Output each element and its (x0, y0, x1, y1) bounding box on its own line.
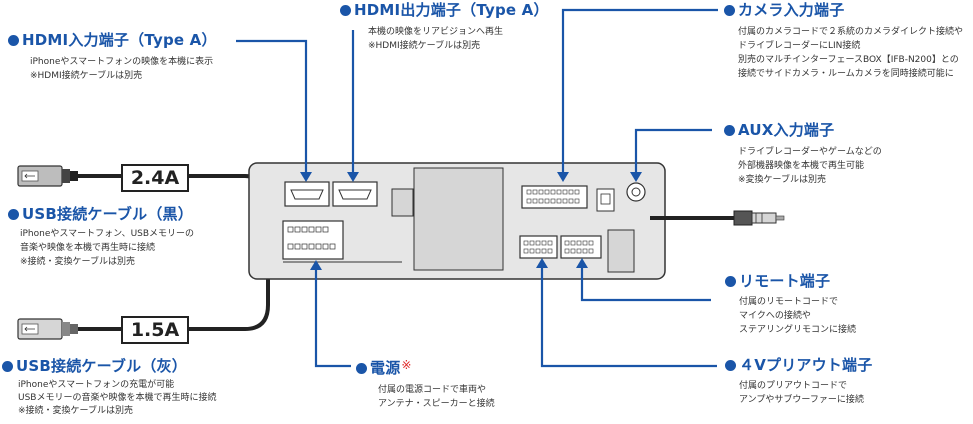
label-power-line: アンテナ・スピーカーと接続 (378, 399, 495, 409)
bullet-icon (8, 208, 19, 220)
label-camera-title: カメラ入力端子 (724, 1, 963, 19)
usb-plug-icon (17, 318, 78, 340)
label-camera: カメラ入力端子 付属のカメラコードで２系統のカメラダイレクト接続や ドライブレコ… (724, 1, 963, 81)
label-remote-line: マイクへの接続や (739, 311, 811, 321)
label-power-line: 付属の電源コードで車両や (378, 385, 487, 395)
bullet-icon (8, 34, 19, 46)
label-preout-line: アンプやサブウーファーに接続 (739, 395, 864, 405)
bullet-icon (724, 124, 735, 136)
label-usb-gray-line: iPhoneやスマートフォンの充電が可能 (18, 380, 175, 390)
label-preout-line: 付属のプリアウトコードで (739, 381, 848, 391)
bullet-icon (340, 4, 351, 16)
rating-label-gray: 1.5A (130, 319, 180, 341)
rating-box-black (121, 164, 189, 192)
label-hdmi-out-title: HDMI出力端子（Type A） (340, 1, 549, 19)
label-preout: ４Vプリアウト端子 付属のプリアウトコードで アンプやサブウーファーに接続 (725, 356, 872, 407)
bullet-icon (724, 4, 735, 16)
label-usb-black-line: ※接続・変換ケーブルは別売 (20, 257, 136, 267)
rca-plug-icon (733, 210, 785, 226)
label-usb-black-line: iPhoneやスマートフォン、USBメモリーの (20, 229, 195, 239)
usb-plug-icon (17, 165, 78, 187)
label-hdmi-in-title: HDMI入力端子（Type A） (8, 31, 217, 49)
label-usb-gray-title: USB接続ケーブル（灰） (2, 357, 216, 375)
label-remote-title: リモート端子 (725, 272, 856, 290)
label-hdmi-out: HDMI出力端子（Type A） 本機の映像をリアビジョンへ再生 ※HDMI接続… (340, 1, 549, 53)
label-usb-black: USB接続ケーブル（黒） iPhoneやスマートフォン、USBメモリーの 音楽や… (8, 205, 194, 269)
label-remote-line: 付属のリモートコードで (739, 297, 839, 307)
bullet-icon (725, 275, 736, 287)
label-usb-gray: USB接続ケーブル（灰） iPhoneやスマートフォンの充電が可能 USBメモリ… (2, 357, 216, 418)
label-usb-gray-line: ※接続・変換ケーブルは別売 (18, 406, 134, 416)
label-camera-line: 付属のカメラコードで２系統のカメラダイレクト接続や (738, 27, 964, 37)
label-camera-line: 別売のマルチインターフェースBOX【IFB-N200】との (738, 55, 959, 65)
bullet-icon (2, 360, 13, 372)
usb-gray-cable (78, 215, 270, 331)
note-mark: ※ (401, 358, 412, 372)
bullet-icon (725, 359, 736, 371)
label-camera-line: 接続でサイドカメラ・ルームカメラを同時接続可能に (738, 69, 954, 79)
label-hdmi-in-line: iPhoneやスマートフォンの映像を本機に表示 (30, 57, 214, 67)
label-aux-line: ドライブレコーダーやゲームなどの (738, 147, 882, 157)
label-usb-gray-line: USBメモリーの音楽や映像を本機で再生時に接続 (18, 393, 217, 403)
rating-label-black: 2.4A (130, 167, 180, 189)
label-aux: AUX入力端子 ドライブレコーダーやゲームなどの 外部機器映像を本機で再生可能 … (724, 121, 882, 187)
label-usb-black-line: 音楽や映像を本機で再生時に接続 (20, 243, 156, 253)
label-power: 電源※ 付属の電源コードで車両や アンテナ・スピーカーと接続 (356, 356, 495, 411)
rating-box-gray (121, 316, 189, 344)
label-preout-title: ４Vプリアウト端子 (725, 356, 872, 374)
label-aux-title: AUX入力端子 (724, 121, 882, 139)
label-power-title: 電源※ (356, 356, 495, 377)
label-aux-line: 外部機器映像を本機で再生可能 (738, 161, 865, 171)
label-hdmi-out-line: 本機の映像をリアビジョンへ再生 (368, 27, 504, 37)
bullet-icon (356, 362, 367, 374)
label-remote-line: ステアリングリモコンに接続 (739, 325, 857, 335)
label-usb-black-title: USB接続ケーブル（黒） (8, 205, 194, 223)
label-remote: リモート端子 付属のリモートコードで マイクへの接続や ステアリングリモコンに接… (725, 272, 856, 337)
label-aux-line: ※変換ケーブルは別売 (738, 175, 827, 185)
label-camera-line: ドライブレコーダーにLIN接続 (738, 41, 861, 51)
label-hdmi-in-line: ※HDMI接続ケーブルは別売 (30, 71, 143, 81)
label-hdmi-out-line: ※HDMI接続ケーブルは別売 (368, 41, 481, 51)
label-hdmi-in: HDMI入力端子（Type A） iPhoneやスマートフォンの映像を本機に表示… (8, 31, 217, 83)
